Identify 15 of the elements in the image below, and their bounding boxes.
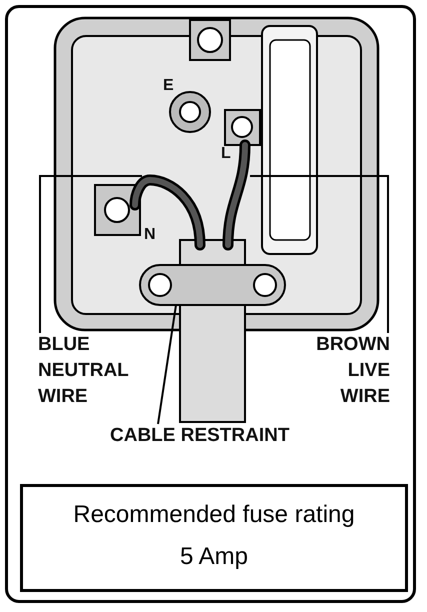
info-box bbox=[20, 484, 408, 592]
info-text: 5 Amp bbox=[178, 543, 250, 571]
leader-line bbox=[157, 304, 177, 424]
wire bbox=[222, 140, 250, 250]
wire-label: BLUE NEUTRAL WIRE bbox=[38, 332, 148, 410]
terminal-letter: N bbox=[144, 226, 156, 244]
wire bbox=[130, 174, 206, 250]
info-text: Recommended fuse rating bbox=[72, 501, 356, 529]
terminal-letter: L bbox=[221, 145, 231, 163]
leader-line bbox=[39, 175, 142, 333]
cable-restraint bbox=[139, 264, 286, 306]
leader-line bbox=[250, 175, 389, 333]
terminal-letter: E bbox=[163, 77, 174, 95]
part-label: CABLE RESTRAINT bbox=[110, 423, 330, 449]
wire-label: BROWN LIVE WIRE bbox=[300, 332, 390, 410]
